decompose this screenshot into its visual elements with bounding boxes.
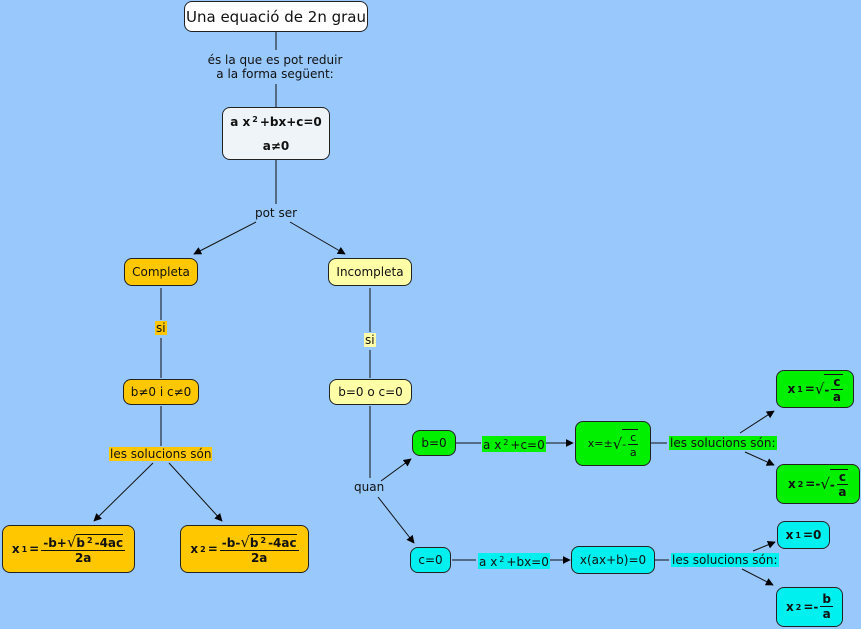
link-label-line: a la forma següent: xyxy=(216,67,334,81)
link-label-if: si xyxy=(155,321,167,335)
arrow xyxy=(739,410,775,434)
incomplete-condition-node[interactable]: b=0 o c=0 xyxy=(329,379,412,405)
arrow xyxy=(289,221,346,255)
case-b0-node[interactable]: b=0 xyxy=(412,430,456,456)
case-c0-node[interactable]: c=0 xyxy=(410,547,451,573)
complete-node[interactable]: Completa xyxy=(124,258,198,286)
arrow xyxy=(168,462,223,522)
link-label-solutions: les solucions són xyxy=(109,447,213,461)
link-label-if: si xyxy=(364,333,376,347)
arrow xyxy=(380,458,412,482)
arrow xyxy=(93,462,154,522)
title-node[interactable]: Una equació de 2n grau xyxy=(184,1,368,32)
arrow xyxy=(741,568,774,586)
incomplete-node[interactable]: Incompleta xyxy=(328,258,412,286)
factored-c0-node[interactable]: x(ax+b)=0 xyxy=(571,546,655,574)
link-label-can-be: pot ser xyxy=(254,206,298,220)
link-label-line: és la que es pot reduir xyxy=(207,53,343,67)
link-label-reduce: és la que es pot reduir a la forma següe… xyxy=(200,53,350,81)
arrow xyxy=(377,496,415,544)
link-label-solutions-b0: les solucions són: xyxy=(669,436,777,450)
arrow xyxy=(752,541,776,552)
complete-condition-node[interactable]: b≠0 i c≠0 xyxy=(123,379,199,405)
arrow xyxy=(193,221,257,255)
link-label-when: quan xyxy=(354,480,385,494)
arrow xyxy=(744,451,775,466)
link-label-solutions-c0: les solucions són: xyxy=(671,553,779,567)
general-condition: a≠0 xyxy=(262,138,290,153)
